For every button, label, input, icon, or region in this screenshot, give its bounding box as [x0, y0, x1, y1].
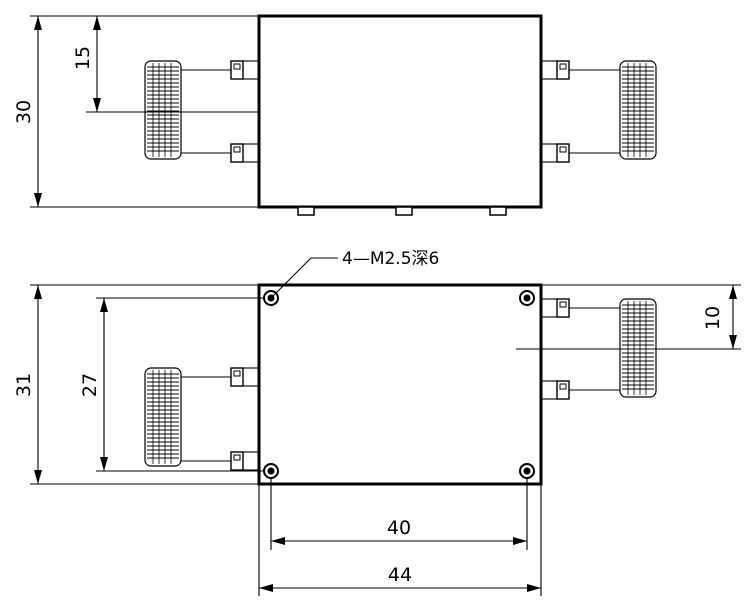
- top-body: [257, 14, 543, 209]
- dim-44-label: 44: [388, 564, 412, 586]
- dim-40-label: 40: [387, 517, 411, 539]
- bottom-body: [257, 283, 543, 486]
- bottom-view: 31 27 10 40: [13, 249, 741, 596]
- dim-27-label: 27: [79, 373, 101, 397]
- bottom-left-connector: [144, 367, 259, 471]
- hole-note: 4—M2.5深6: [270, 249, 439, 299]
- dim-30-label: 30: [13, 100, 35, 124]
- dim-30: 30: [13, 15, 259, 208]
- dim-10-label: 10: [702, 306, 724, 330]
- top-studs: [297, 206, 507, 216]
- dim-31-label: 31: [13, 373, 35, 397]
- top-left-connector: [144, 60, 259, 163]
- top-view: 30 15: [13, 14, 657, 216]
- hole-note-label: 4—M2.5深6: [342, 249, 439, 269]
- bottom-right-connector: [541, 298, 657, 400]
- dim-27: 27: [79, 297, 264, 472]
- dim-10: 10: [541, 284, 741, 349]
- dim-44: 44: [258, 484, 542, 596]
- dim-40: 40: [270, 478, 528, 550]
- dim-15-label: 15: [72, 46, 94, 70]
- mounting-holes: [263, 290, 535, 479]
- top-right-connector: [541, 60, 657, 163]
- dim-15: 15: [72, 16, 101, 112]
- dim-31: 31: [13, 284, 259, 485]
